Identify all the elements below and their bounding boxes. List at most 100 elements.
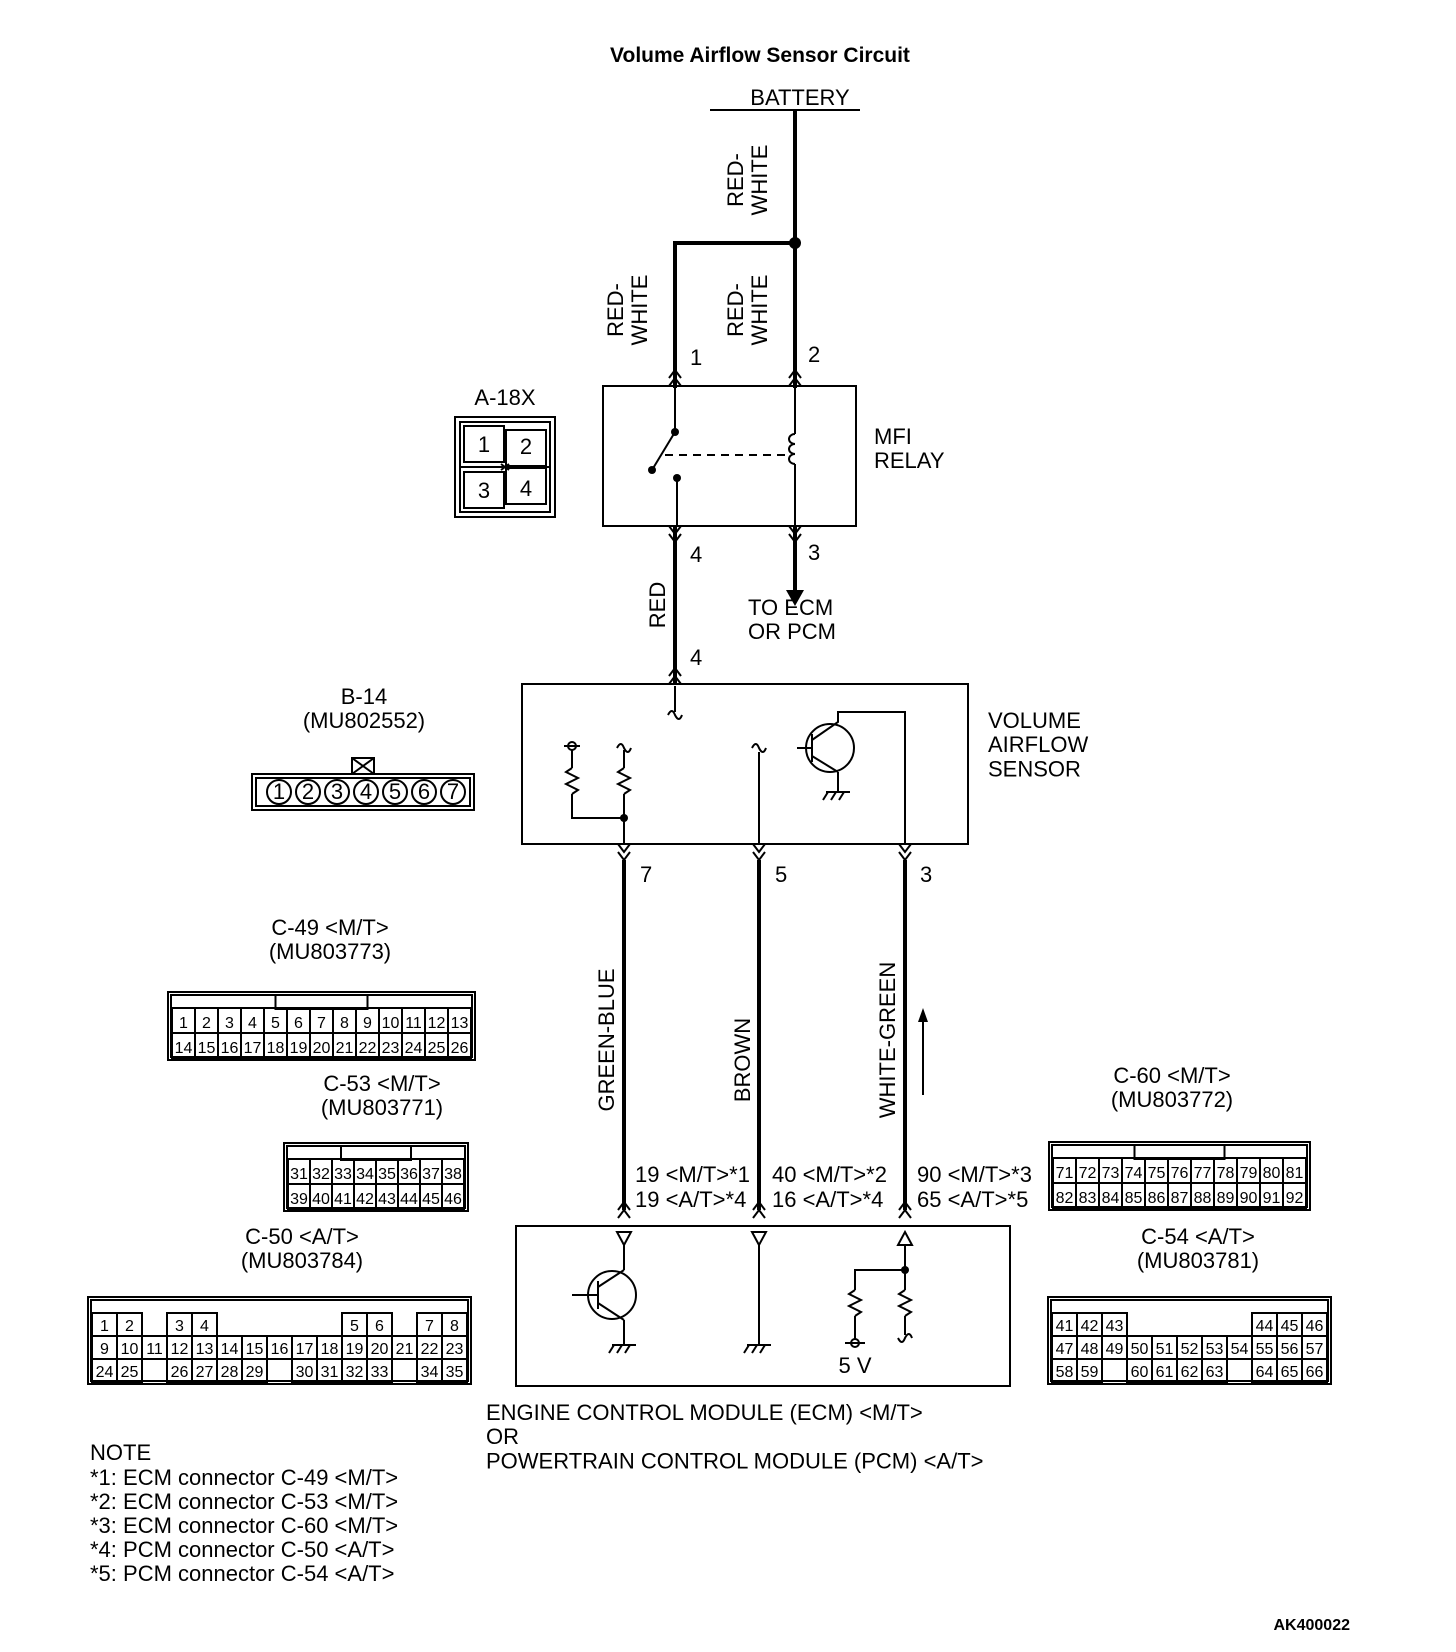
connector-pin: 36	[400, 1166, 418, 1183]
connector-cell	[463, 471, 505, 509]
resistor-icon	[615, 767, 633, 795]
connector-pin: 14	[175, 1040, 193, 1057]
connector-pin: 24	[405, 1040, 423, 1057]
connector-shell	[167, 991, 476, 1061]
connector-mark	[617, 843, 631, 862]
connector-mark	[898, 1200, 912, 1219]
wire-label-white-green: WHITE-GREEN	[875, 962, 900, 1118]
connector-pin: 87	[1171, 1190, 1189, 1207]
connector-pin: 52	[1181, 1341, 1199, 1358]
connector-pin: 43	[378, 1191, 396, 1208]
connector-pin: 31	[321, 1364, 339, 1381]
transistor-emitter	[811, 755, 839, 773]
connector-pin: 26	[171, 1364, 189, 1381]
connector-pin: 41	[1056, 1318, 1074, 1335]
connector-pin: 6	[294, 1015, 303, 1032]
connector-mark	[500, 463, 510, 471]
connector-pin-circle	[266, 779, 292, 805]
connector-pin: 66	[1306, 1364, 1324, 1381]
connector-pin: 88	[1194, 1190, 1212, 1207]
transistor-emitter	[597, 1302, 625, 1321]
connector-pin: 49	[1106, 1341, 1124, 1358]
connector-pin: 53	[1206, 1341, 1224, 1358]
connector-pin: 3	[175, 1318, 184, 1335]
connector-pin: 48	[1081, 1341, 1099, 1358]
connector-pin: 74	[1125, 1165, 1143, 1182]
connector-pin: 38	[444, 1166, 462, 1183]
figure-id: AK400022	[1274, 1617, 1351, 1634]
connector-pin: 32	[346, 1364, 364, 1381]
connector-pin: 73	[1102, 1165, 1120, 1182]
connector-pin: 2	[125, 1318, 134, 1335]
ground-icon	[743, 1344, 771, 1354]
connector-pin: 5	[271, 1015, 280, 1032]
sensor-pin-4: 4	[690, 645, 702, 670]
connector-pin: 3	[225, 1015, 234, 1032]
connector-pin-circle	[440, 779, 466, 805]
connector-pin: 86	[1148, 1190, 1166, 1207]
connector-pin: 44	[1256, 1318, 1274, 1335]
connector-pin: 58	[1056, 1364, 1074, 1381]
note-heading: NOTE	[90, 1440, 151, 1465]
connector-pin: 50	[1131, 1341, 1149, 1358]
connector-pin: 10	[121, 1341, 139, 1358]
connector-lock-mark	[351, 757, 375, 775]
connector-pin: 46	[1306, 1318, 1324, 1335]
connector-pin: 29	[246, 1364, 264, 1381]
connector-mark	[617, 1200, 631, 1219]
connector-pin: 42	[356, 1191, 374, 1208]
wire-relay-pin1-feed	[673, 241, 795, 388]
connector-pin: 44	[400, 1191, 418, 1208]
connector-pin: 2	[202, 1015, 211, 1032]
connector-pin: 79	[1240, 1165, 1258, 1182]
connector-pin: 12	[428, 1015, 446, 1032]
connector-shell	[454, 416, 556, 518]
ecm-pin-label-3b: 65 <A/T>*5	[917, 1187, 1028, 1212]
connector-mark	[668, 666, 682, 685]
connector-pin: 45	[422, 1191, 440, 1208]
connector-cell	[463, 425, 505, 463]
arrow-down-icon	[786, 590, 804, 606]
connector-pin: 82	[1056, 1190, 1074, 1207]
connector-pin: 4	[520, 476, 532, 501]
note-item: *3: ECM connector C-60 <M/T>	[90, 1513, 398, 1538]
note-item: *5: PCM connector C-54 <A/T>	[90, 1561, 394, 1586]
connector-lock-tab	[274, 994, 369, 1010]
connector-pin: 39	[290, 1191, 308, 1208]
diagram-title: Volume Airflow Sensor Circuit	[610, 44, 910, 67]
connector-pin: 64	[1256, 1364, 1274, 1381]
connector-shell	[283, 1142, 469, 1212]
connector-pin: 33	[334, 1166, 352, 1183]
connector-c54-title: C-54 <A/T>(MU803781)	[1137, 1224, 1259, 1273]
connector-cell	[1076, 1358, 1103, 1383]
connector-pin: 85	[1125, 1190, 1143, 1207]
connector-cell	[241, 1358, 268, 1383]
connector-pin: 23	[382, 1040, 400, 1057]
relay-switch-arm	[651, 431, 676, 471]
open-terminal-icon	[897, 1333, 913, 1343]
connector-pin: 1	[478, 432, 490, 457]
sensor-wire	[571, 794, 624, 819]
connector-shell	[1047, 1296, 1332, 1385]
splice-point	[789, 237, 801, 249]
connector-pin: 91	[1263, 1190, 1281, 1207]
connector-pin: 23	[446, 1341, 464, 1358]
connector-pin: 15	[246, 1341, 264, 1358]
sensor-pin-3: 3	[920, 862, 932, 887]
connector-pin: 11	[405, 1015, 422, 1032]
resistor-icon	[563, 767, 581, 795]
connector-pin: 4	[360, 779, 372, 804]
connector-cell	[1301, 1358, 1328, 1383]
wire-label-red-white: RED-WHITE	[723, 145, 772, 216]
connector-pin: 4	[248, 1015, 257, 1032]
connector-pin: 7	[447, 779, 459, 804]
connector-pin: 16	[221, 1040, 239, 1057]
ecm-box	[515, 1225, 1011, 1387]
terminal-triangle-icon	[750, 1231, 768, 1248]
connector-pin: 76	[1171, 1165, 1189, 1182]
transistor-collector	[597, 1269, 625, 1288]
